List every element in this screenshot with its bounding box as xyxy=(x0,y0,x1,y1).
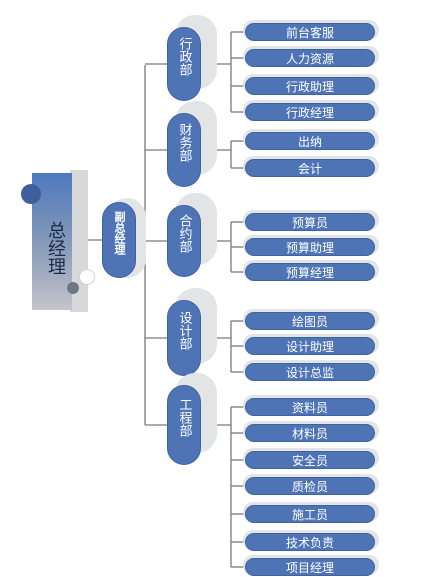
role-node: 预算经理 xyxy=(245,263,375,281)
role-node: 设计总监 xyxy=(245,363,375,381)
role-node: 前台客服 xyxy=(245,23,375,41)
role-node: 质检员 xyxy=(245,477,375,495)
role-node: 会计 xyxy=(245,159,375,177)
department-label: 设计部 xyxy=(176,310,192,350)
decor-dot-top xyxy=(21,184,41,204)
deputy-node: 副总经理 xyxy=(102,202,136,278)
department-node: 设计部 xyxy=(167,300,201,376)
role-node: 项目经理 xyxy=(245,558,375,576)
decor-dot-white xyxy=(79,269,95,285)
deputy-label: 副总经理 xyxy=(113,211,126,255)
department-label: 合约部 xyxy=(176,213,192,253)
department-node: 工程部 xyxy=(167,385,201,465)
role-node: 行政经理 xyxy=(245,103,375,121)
department-node: 财务部 xyxy=(167,113,201,187)
role-node: 资料员 xyxy=(245,398,375,416)
general-manager-label: 总经理 xyxy=(45,221,66,275)
role-node: 技术负责 xyxy=(245,533,375,551)
role-node: 行政助理 xyxy=(245,77,375,95)
department-node: 行政部 xyxy=(167,27,201,101)
department-label: 财务部 xyxy=(176,122,192,162)
role-node: 设计助理 xyxy=(245,337,375,355)
role-node: 预算助理 xyxy=(245,238,375,256)
decor-dot-bottom xyxy=(67,282,79,294)
department-label: 行政部 xyxy=(176,36,192,76)
role-node: 出纳 xyxy=(245,132,375,150)
role-node: 人力资源 xyxy=(245,49,375,67)
role-node: 安全员 xyxy=(245,451,375,469)
role-node: 施工员 xyxy=(245,505,375,523)
role-node: 绘图员 xyxy=(245,312,375,330)
department-label: 工程部 xyxy=(176,397,192,437)
department-node: 合约部 xyxy=(167,205,201,277)
role-node: 材料员 xyxy=(245,424,375,442)
role-node: 预算员 xyxy=(245,213,375,231)
